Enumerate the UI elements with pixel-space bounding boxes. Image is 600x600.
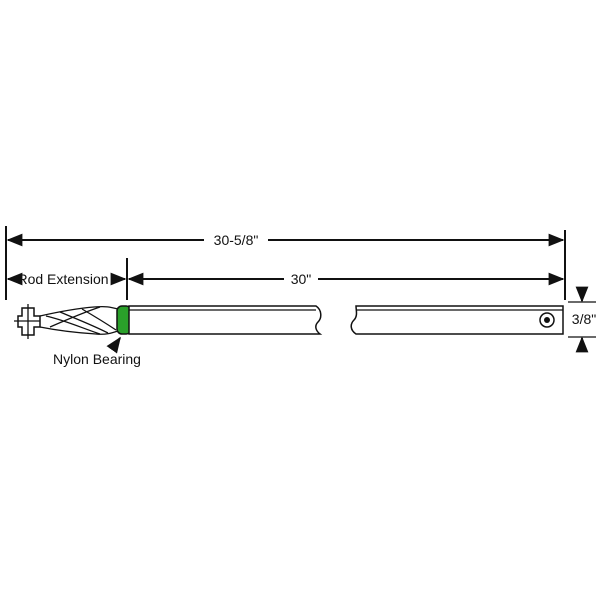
nylon-bearing-label: Nylon Bearing — [53, 351, 141, 367]
spiral-twist-3 — [81, 308, 117, 331]
spiral-twist-1 — [45, 315, 101, 335]
overall-length-label: 30-5/8" — [214, 232, 259, 248]
diameter-dimension: 3/8" — [568, 286, 596, 353]
rod-length-dimension: 30" — [127, 271, 565, 287]
rod-right-section — [350, 305, 564, 335]
diameter-label: 3/8" — [572, 311, 596, 327]
rod-left-body — [128, 305, 323, 335]
rod-extension-label: Rod Extension — [17, 271, 108, 287]
spiral-lower-edge — [39, 326, 119, 335]
rivet-center-icon — [544, 317, 550, 323]
nylon-bearing-leader — [106, 336, 121, 354]
rod-left-section — [128, 305, 323, 335]
nylon-bearing-callout: Nylon Bearing — [53, 336, 141, 367]
spiral-upper-edge — [39, 305, 119, 317]
rod-extension-dimension: Rod Extension — [6, 258, 128, 300]
overall-length-dimension: 30-5/8" — [5, 226, 566, 300]
rod-right-body — [350, 305, 564, 335]
spiral-twist-4 — [49, 306, 101, 328]
drive-fitting — [14, 304, 41, 339]
rod-length-label: 30" — [291, 271, 312, 287]
spiral-twist-2 — [59, 311, 109, 334]
spiral-extension — [39, 305, 119, 335]
